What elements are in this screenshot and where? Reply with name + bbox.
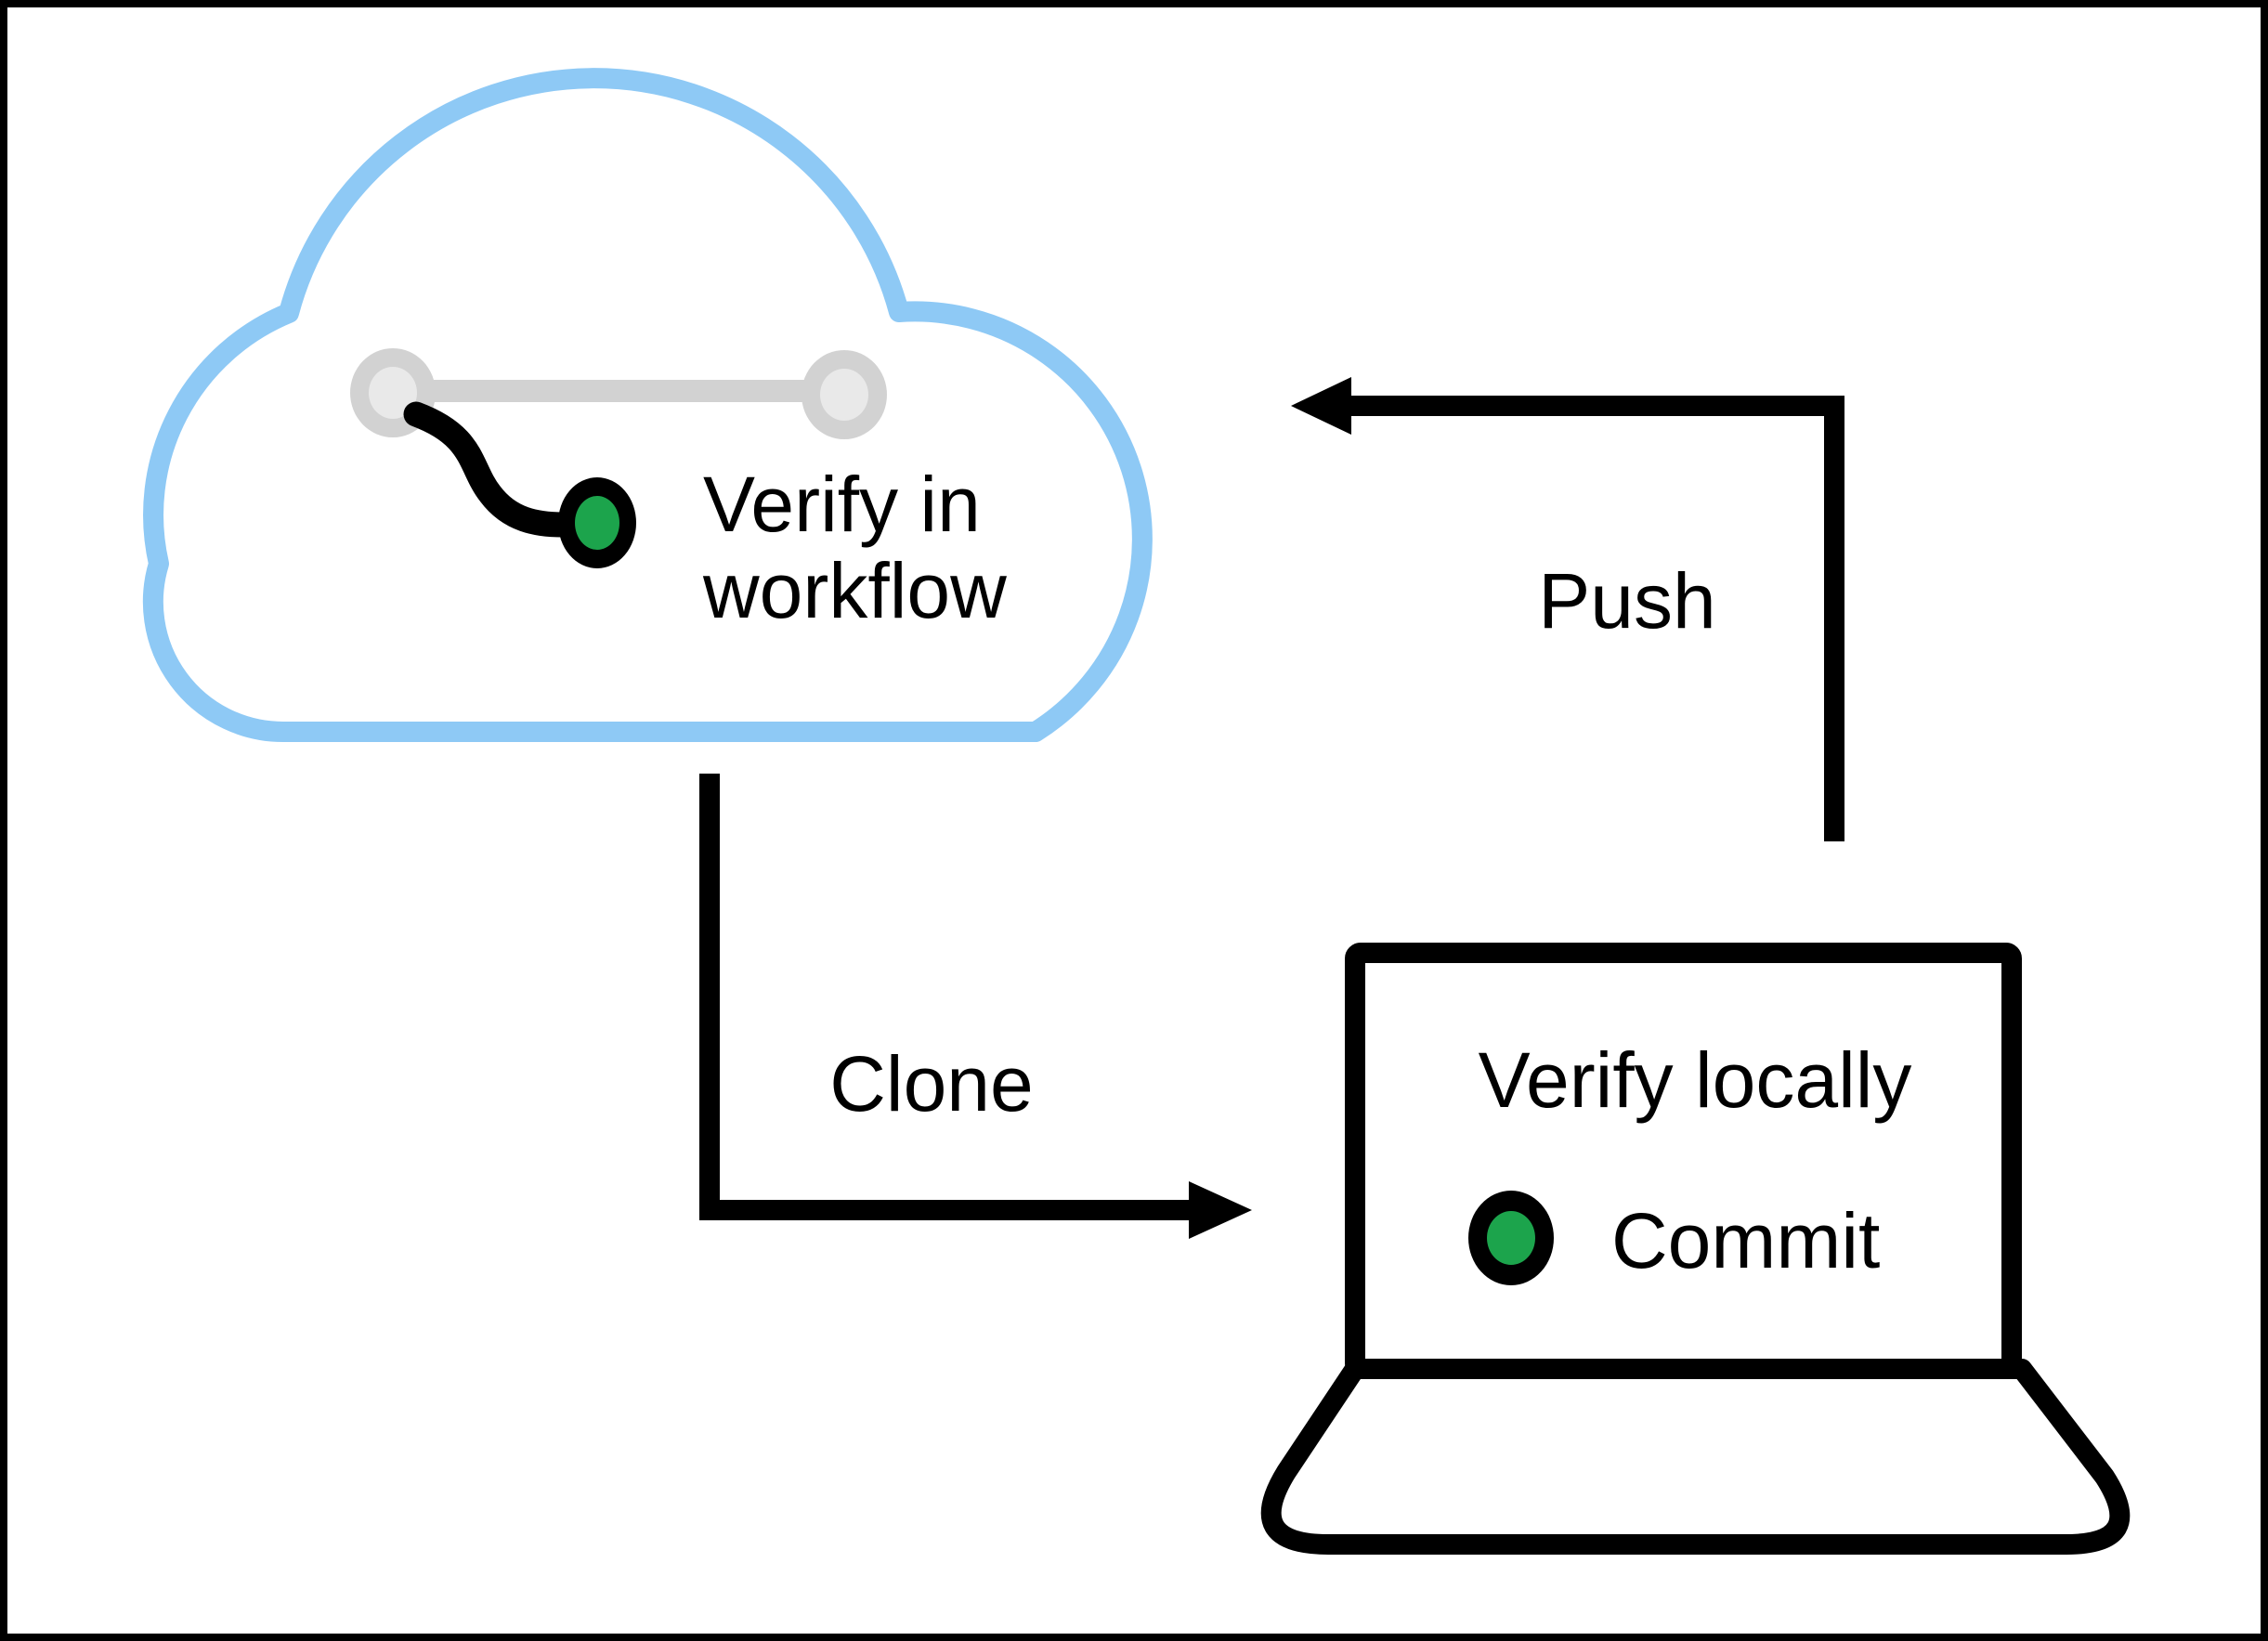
git-branch-icon — [350, 348, 887, 568]
laptop-icon: Verify locally Commit — [1260, 943, 2131, 1555]
push-arrowhead-icon — [1291, 377, 1351, 435]
branch-node-left-core — [369, 367, 417, 419]
cloud-label-line2: workflow — [702, 547, 1007, 634]
clone-arrowhead-icon — [1189, 1181, 1252, 1239]
clone-label: Clone — [829, 1040, 1033, 1127]
clone-arrow — [699, 774, 1252, 1239]
laptop-commit-node-core — [1487, 1211, 1535, 1265]
branch-node-right-core — [820, 369, 868, 421]
push-label: Push — [1538, 557, 1715, 645]
laptop-screen — [1345, 943, 2022, 1379]
laptop-base — [1260, 1359, 2131, 1555]
branch-curve — [403, 401, 576, 538]
clone-arrow-line — [699, 774, 1193, 1220]
cloud-shape — [142, 68, 1153, 743]
push-arrow-line — [1347, 396, 1844, 841]
laptop-label: Verify locally — [1479, 1036, 1912, 1124]
cloud-commit-node-core — [575, 496, 619, 550]
push-arrow — [1291, 377, 1844, 841]
commit-label: Commit — [1611, 1197, 1880, 1284]
cloud-label-line1: Verify in — [703, 461, 981, 548]
